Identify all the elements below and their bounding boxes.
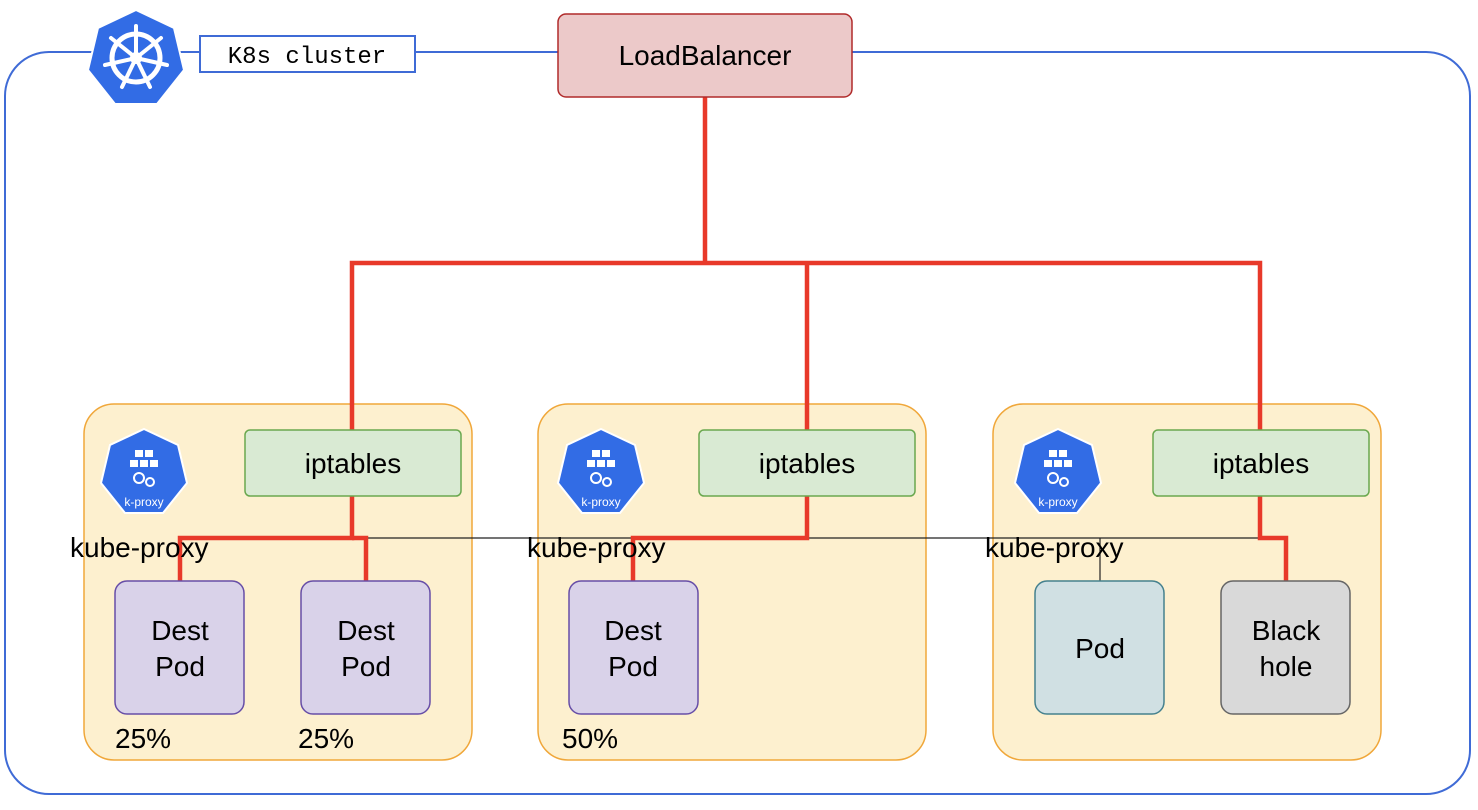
- node-2-dest-pod-1-line1: Dest: [604, 615, 662, 646]
- node-1-dest-pod-1-line1: Dest: [151, 615, 209, 646]
- node-2-dest-pod-1: [568, 580, 699, 715]
- node-1-kube-proxy-label: kube-proxy: [70, 532, 209, 563]
- cluster-label-box: [199, 35, 416, 73]
- node-1-kproxy-icon-text: k-proxy: [124, 495, 163, 509]
- node-1-dest-pod-2-line1: Dest: [337, 615, 395, 646]
- kubernetes-helm-icon: [86, 8, 186, 105]
- node-2-iptables-label: iptables: [759, 448, 856, 479]
- node-1-iptables-box: [244, 429, 462, 497]
- node-1-dest-pod-2-percent: 25%: [298, 723, 354, 754]
- node-3-iptables-box: [1152, 429, 1370, 497]
- node-2-iptables-box: [698, 429, 916, 497]
- traffic-lines: [177, 97, 1289, 581]
- node-3-black-hole: [1220, 580, 1351, 715]
- node-3-black-hole-line1: Black: [1252, 615, 1321, 646]
- node-2-dest-pod-1-percent: 50%: [562, 723, 618, 754]
- node-2-kube-proxy-label: kube-proxy: [527, 532, 666, 563]
- node-3-iptables-label: iptables: [1213, 448, 1310, 479]
- load-balancer-label: LoadBalancer: [619, 40, 792, 71]
- node-1-dest-pod-2: [300, 580, 431, 715]
- node-3-kproxy-icon-text: k-proxy: [1038, 495, 1077, 509]
- node-2-kproxy-icon-text: k-proxy: [581, 495, 620, 509]
- node-3-kube-proxy-label: kube-proxy: [985, 532, 1124, 563]
- load-balancer-box: [557, 13, 853, 98]
- node-3-kube-proxy-icon: k-proxy: [1013, 427, 1103, 514]
- node-1-dest-pod-1-line2: Pod: [155, 651, 205, 682]
- node-3-pod-label: Pod: [1075, 633, 1125, 664]
- node-3-black-hole-line2: hole: [1260, 651, 1313, 682]
- node-1-dest-pod-2-line2: Pod: [341, 651, 391, 682]
- node-1-dest-pod-1: [114, 580, 245, 715]
- node-1-iptables-label: iptables: [305, 448, 402, 479]
- node-1-dest-pod-1-percent: 25%: [115, 723, 171, 754]
- node-1-kube-proxy-icon: k-proxy: [99, 427, 189, 514]
- node-2-kube-proxy-icon: k-proxy: [556, 427, 646, 514]
- node-2-dest-pod-1-line2: Pod: [608, 651, 658, 682]
- node-3-pod: [1034, 580, 1165, 715]
- cluster-label: K8s cluster: [228, 44, 386, 71]
